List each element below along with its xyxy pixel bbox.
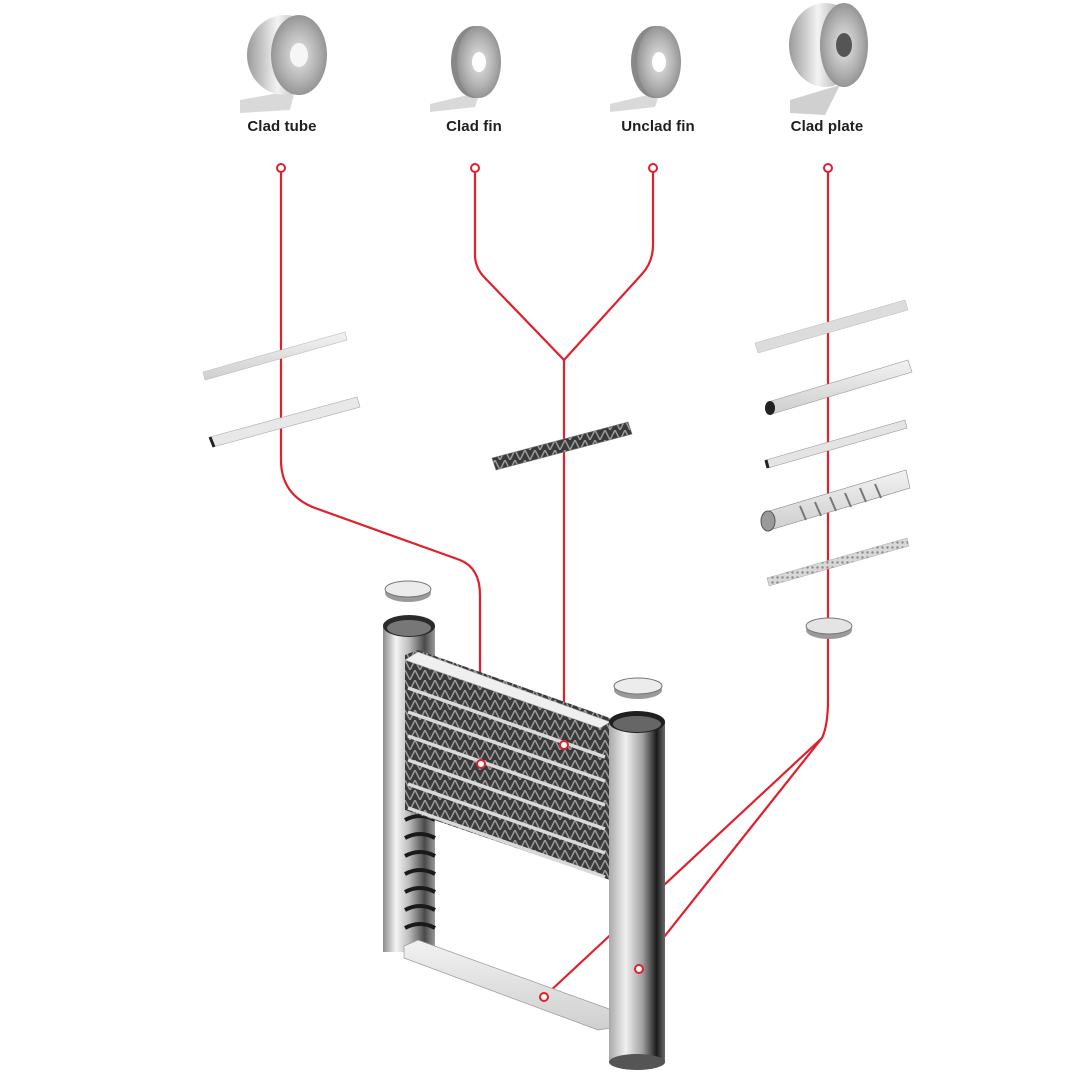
endpoint-core-fin	[559, 740, 569, 750]
part-flat-tube-2	[764, 419, 908, 469]
part-flat-plate	[202, 331, 348, 381]
connector-lines	[279, 172, 830, 995]
connector-clad-tube	[279, 172, 482, 762]
header-tank-right	[609, 711, 665, 1070]
tube-rows	[407, 686, 606, 879]
endpoint-clad-plate	[823, 163, 833, 173]
endpoint-clad-tube	[276, 163, 286, 173]
part-corrugated-fin	[491, 421, 633, 471]
part-perforated-plate	[766, 537, 910, 587]
endpoint-core-tube	[476, 759, 486, 769]
label-unclad-fin: Unclad fin	[621, 118, 695, 135]
part-oval-tube	[765, 359, 913, 415]
coil-clad-fin	[430, 26, 501, 112]
end-cap-left	[384, 580, 432, 602]
assembly	[383, 580, 665, 1070]
coil-unclad-fin	[610, 26, 681, 112]
end-cap-right	[613, 677, 663, 699]
endpoint-unclad-fin	[648, 163, 658, 173]
assembly-endpoints	[476, 740, 644, 1002]
endpoint-header-tank	[634, 964, 644, 974]
part-flat-tube	[208, 396, 361, 448]
connector-clad-plate	[820, 172, 830, 739]
endpoint-clad-fin	[470, 163, 480, 173]
connector-clad-plate-to-side-plate	[546, 737, 823, 995]
connector-endpoints	[276, 163, 833, 173]
spiral-turbulator	[404, 814, 436, 930]
side-plate-bottom	[403, 939, 613, 1031]
coil-clad-tube	[240, 15, 327, 113]
part-turbulator-tube	[760, 469, 911, 532]
label-clad-fin: Clad fin	[446, 118, 502, 135]
part-side-plate	[754, 299, 909, 354]
part-end-cap	[805, 617, 853, 639]
endpoint-side-plate	[539, 992, 549, 1002]
connector-unclad-fin	[563, 172, 655, 361]
coil-clad-plate	[789, 3, 868, 115]
connector-clad-plate-to-header	[640, 737, 823, 967]
connector-clad-fin	[473, 172, 565, 361]
label-clad-plate: Clad plate	[790, 118, 864, 135]
tube-fin-core	[404, 650, 611, 880]
label-clad-tube: Clad tube	[247, 118, 317, 135]
